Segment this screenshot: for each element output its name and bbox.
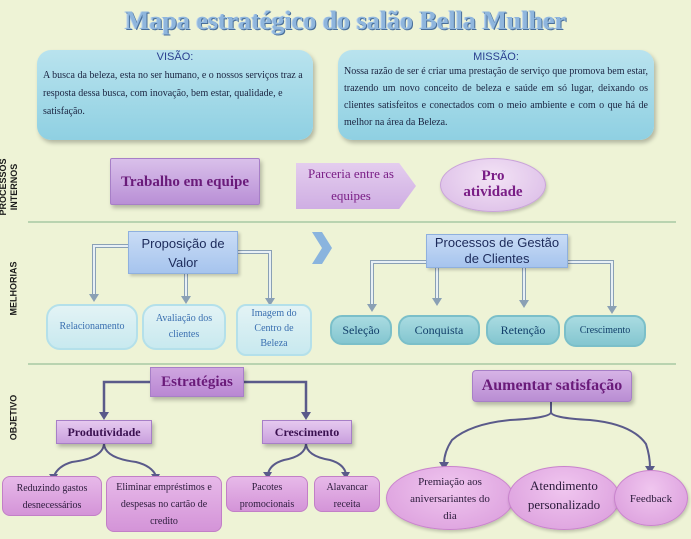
processos-gestao-box: Processos de Gestão de Clientes	[426, 234, 568, 268]
avaliacao-label: Avaliação dos clientes	[155, 313, 213, 340]
aumentar-satisfacao-box: Aumentar satisfação	[472, 370, 632, 402]
proatividade-ellipse: Pro atividade	[440, 158, 546, 212]
estrategias-label: Estratégias	[161, 374, 233, 390]
premiacao-label: Premiação aos aniversariantes do dia	[410, 476, 490, 522]
missao-text: Nossa razão de ser é criar uma prestação…	[344, 66, 648, 128]
relacionamento-label: Relacionamento	[59, 321, 125, 332]
separator-2	[28, 363, 676, 365]
eliminar-emprestimos-leaf: Eliminar empréstimos e despesas no cartã…	[106, 476, 222, 532]
premiacao-ellipse: Premiação aos aniversariantes do dia	[386, 466, 514, 530]
missao-panel: MISSÃO: Nossa razão de ser é criar uma p…	[338, 50, 654, 140]
atendimento-label: Atendimento personalizado	[527, 478, 601, 512]
pacotes-promocionais-leaf: Pacotes promocionais	[226, 476, 308, 512]
feedback-label: Feedback	[629, 493, 673, 505]
alavancar-receita-label: Alavancar receita	[326, 482, 368, 510]
estrategias-box: Estratégias	[150, 367, 244, 397]
selecao-pill: Seleção	[330, 315, 392, 345]
conquista-label: Conquista	[414, 323, 464, 337]
crescimento-gestao-label: Crescimento	[579, 325, 631, 336]
proatividade-label: Pro atividade	[463, 168, 523, 200]
reduzindo-gastos-leaf: Reduzindo gastos desnecessários	[2, 476, 102, 516]
feedback-ellipse: Feedback	[614, 470, 688, 526]
aumentar-satisfacao-label: Aumentar satisfação	[481, 377, 623, 394]
crescimento-box: Crescimento	[262, 420, 352, 444]
proposicao-de-valor-box: Proposição de Valor	[128, 231, 238, 274]
processos-gestao-label: Processos de Gestão de Clientes	[434, 235, 560, 266]
relacionamento-pill: Relacionamento	[46, 304, 138, 350]
trabalho-em-equipe-label: Trabalho em equipe	[120, 174, 250, 190]
pacotes-promocionais-label: Pacotes promocionais	[239, 482, 295, 510]
reduzindo-gastos-label: Reduzindo gastos desnecessários	[16, 483, 88, 511]
parceria-arrow-shape	[296, 163, 416, 209]
side-label-processos: PROCESSOS INTERNOS	[0, 158, 19, 216]
parceria-label: Parceria entre as equipes	[308, 166, 394, 203]
visao-heading: VISÃO:	[156, 51, 194, 63]
trabalho-em-equipe-box: Trabalho em equipe	[110, 158, 260, 205]
alavancar-receita-leaf: Alavancar receita	[314, 476, 380, 512]
visao-panel: VISÃO: A busca da beleza, esta no ser hu…	[37, 50, 313, 140]
avaliacao-pill: Avaliação dos clientes	[142, 304, 226, 350]
crescimento-label: Crescimento	[274, 425, 340, 439]
visao-text: A busca da beleza, esta no ser humano, e…	[43, 70, 303, 117]
selecao-label: Seleção	[342, 323, 380, 337]
conquista-pill: Conquista	[398, 315, 480, 345]
page-title: Mapa estratégico do salão Bella Mulher	[124, 6, 567, 35]
missao-heading: MISSÃO:	[473, 51, 519, 63]
eliminar-emprestimos-label: Eliminar empréstimos e despesas no cartã…	[116, 482, 212, 527]
side-label-objetivo: OBJETIVO	[8, 394, 19, 441]
separator-1	[28, 221, 676, 223]
retencao-label: Retenção	[500, 323, 546, 337]
atendimento-ellipse: Atendimento personalizado	[508, 466, 620, 530]
imagem-pill: Imagem do Centro de Beleza	[236, 304, 312, 356]
produtividade-box: Produtividade	[56, 420, 152, 444]
imagem-label: Imagem do Centro de Beleza	[251, 308, 297, 349]
produtividade-label: Produtividade	[67, 425, 141, 439]
proposicao-de-valor-label: Proposição de Valor	[141, 236, 225, 270]
crescimento-gestao-pill: Crescimento	[564, 315, 646, 347]
retencao-pill: Retenção	[486, 315, 560, 345]
side-label-melhorias: MELHORIAS	[8, 261, 19, 316]
